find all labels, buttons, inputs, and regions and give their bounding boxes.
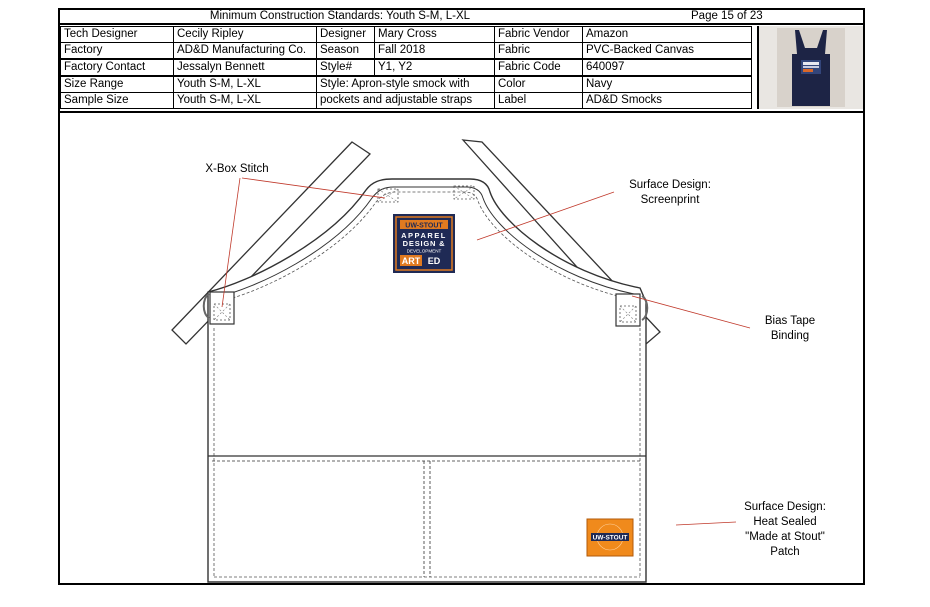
factory-label: Factory <box>60 42 174 59</box>
label-label: Label <box>494 92 583 109</box>
garment-photo-image <box>759 26 863 109</box>
page-number: Page 15 of 23 <box>691 10 763 22</box>
callout-screenprint-line-1: Surface Design: <box>629 179 711 191</box>
fabric-vendor-label: Fabric Vendor <box>494 26 583 43</box>
callout-bias-tape: Bias Tape Binding <box>740 314 840 344</box>
callout-heat-line-4: Patch <box>770 546 800 558</box>
callout-screenprint-line-2: Screenprint <box>640 194 700 206</box>
size-range-value: Youth S-M, L-XL <box>173 76 317 93</box>
tech-designer-label: Tech Designer <box>60 26 174 43</box>
color-value: Navy <box>582 76 752 93</box>
garment-photo <box>757 26 863 109</box>
apron-flat-sketch: UW-STOUT APPAREL DESIGN & DEVELOPMENT AR… <box>171 139 751 583</box>
designer-label: Designer <box>316 26 375 43</box>
season-label: Season <box>316 42 375 59</box>
logo-line-5a: ART <box>402 256 421 266</box>
fabric-code-label: Fabric Code <box>494 59 583 76</box>
right-d-ring <box>641 295 649 321</box>
sheet-header: Minimum Construction Standards: Youth S-… <box>60 9 863 25</box>
tech-designer-value: Cecily Ripley <box>173 26 317 43</box>
callout-heat-line-3: "Made at Stout" <box>745 531 825 543</box>
season-value: Fall 2018 <box>374 42 495 59</box>
callout-xbox-stitch: X-Box Stitch <box>190 162 284 177</box>
front-pocket <box>208 455 646 577</box>
left-d-ring <box>202 293 210 319</box>
logo-line-4: DEVELOPMENT <box>407 249 442 254</box>
callout-bias-line-2: Binding <box>770 330 810 342</box>
sheet-title: Minimum Construction Standards: Youth S-… <box>209 10 471 22</box>
left-strap-tab <box>209 291 235 325</box>
style-label: Style# <box>316 59 375 76</box>
apron-body <box>207 178 647 583</box>
right-strap-tab <box>615 293 641 327</box>
uw-stout-screenprint-logo: UW-STOUT APPAREL DESIGN & DEVELOPMENT AR… <box>393 214 455 273</box>
callout-lines <box>221 177 751 526</box>
fabric-code-value: 640097 <box>582 59 752 76</box>
fabric-label: Fabric <box>494 42 583 59</box>
designer-value: Mary Cross <box>374 26 495 43</box>
fabric-vendor-value: Amazon <box>582 26 752 43</box>
callout-xbox-text: X-Box Stitch <box>205 163 269 175</box>
xbox-stitch-left <box>377 188 399 203</box>
style-description-1: Style: Apron-style smock with <box>316 76 495 93</box>
factory-contact-value: Jessalyn Bennett <box>173 59 317 76</box>
callout-bias-line-1: Bias Tape <box>764 315 816 327</box>
style-value: Y1, Y2 <box>374 59 495 76</box>
technical-flat-drawing: UW-STOUT APPAREL DESIGN & DEVELOPMENT AR… <box>60 111 863 583</box>
spec-sheet-frame <box>58 8 865 585</box>
sample-size-value: Youth S-M, L-XL <box>173 92 317 109</box>
callout-heat-line-2: Heat Sealed <box>753 516 817 528</box>
logo-line-1: UW-STOUT <box>405 223 443 230</box>
sample-size-label: Sample Size <box>60 92 174 109</box>
xbox-stitch-right <box>453 185 475 200</box>
callout-surface-heat-sealed: Surface Design: Heat Sealed "Made at Sto… <box>720 500 850 560</box>
made-at-stout-patch: UW-STOUT <box>586 518 634 557</box>
callout-heat-line-1: Surface Design: <box>744 501 826 513</box>
color-label: Color <box>494 76 583 93</box>
logo-line-2: APPAREL <box>401 231 447 240</box>
patch-text: UW-STOUT <box>593 535 628 542</box>
factory-value: AD&D Manufacturing Co. <box>173 42 317 59</box>
callout-surface-screenprint: Surface Design: Screenprint <box>600 178 740 208</box>
logo-line-5b: ED <box>428 256 441 266</box>
fabric-value: PVC-Backed Canvas <box>582 42 752 59</box>
label-value: AD&D Smocks <box>582 92 752 109</box>
logo-line-3: DESIGN & <box>403 239 446 248</box>
style-description-2: pockets and adjustable straps <box>316 92 495 109</box>
size-range-label: Size Range <box>60 76 174 93</box>
factory-contact-label: Factory Contact <box>60 59 174 76</box>
